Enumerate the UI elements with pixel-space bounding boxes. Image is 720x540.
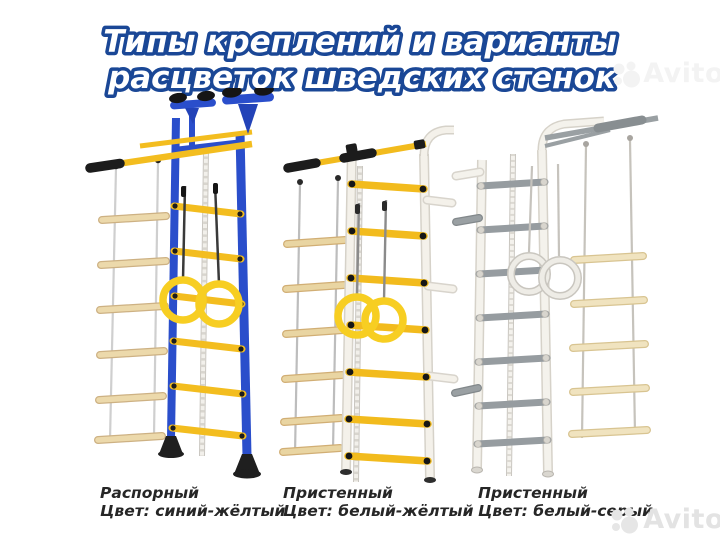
rope-ladder-icon	[568, 135, 651, 439]
avito-logo-icon	[611, 507, 639, 534]
wall-bracket-icon	[422, 195, 459, 384]
wall-bars-blue-yellow-illustration	[85, 88, 274, 479]
gym-rings-icon	[159, 182, 243, 328]
mount-type-label: Распорный	[100, 484, 200, 502]
white-frame	[340, 125, 459, 483]
wall-bars-illustrations	[85, 88, 659, 483]
ceiling-mounts-icon	[169, 88, 274, 134]
page-title-line2: расцветок шведских стенок	[107, 60, 617, 96]
color-label: Цвет: синий-жёлтый	[100, 502, 286, 520]
avito-watermark-text: Avito	[643, 503, 720, 535]
avito-watermark-bottom: Avito	[606, 504, 720, 534]
rope-ladder-icon	[94, 156, 170, 444]
pull-up-bar-icon	[283, 139, 427, 173]
floor-feet-icon	[158, 436, 261, 479]
wall-bars-white-grey-illustration	[451, 115, 659, 478]
mount-type-label: Пристенный	[283, 484, 393, 502]
page-title: Типы креплений и варианты расцветок швед…	[100, 21, 621, 99]
avito-watermark-top: Avito	[610, 58, 720, 88]
avito-logo-icon	[613, 61, 641, 88]
avito-watermark-text: Avito	[643, 57, 720, 89]
white-frame	[451, 116, 605, 478]
color-label: Цвет: белый-серый	[478, 502, 653, 520]
page-title-line1: Типы креплений и варианты	[103, 24, 616, 60]
color-label: Цвет: белый-жёлтый	[283, 502, 474, 520]
wall-bracket-icon	[451, 167, 485, 397]
pull-up-bar-icon	[544, 115, 659, 148]
rope-ladder-icon	[279, 175, 349, 456]
gym-rings-icon	[334, 199, 407, 343]
blue-frame	[167, 108, 252, 457]
caption-product-1: Распорный Цвет: синий-жёлтый	[100, 484, 285, 520]
pull-up-bar-icon	[85, 129, 253, 173]
caption-product-2: Пристенный Цвет: белый-жёлтый	[283, 484, 473, 520]
caption-product-3: Пристенный Цвет: белый-серый	[478, 484, 653, 520]
gym-rings-icon	[507, 163, 582, 300]
mount-type-label: Пристенный	[478, 484, 588, 502]
wall-bars-white-yellow-illustration	[279, 125, 459, 483]
